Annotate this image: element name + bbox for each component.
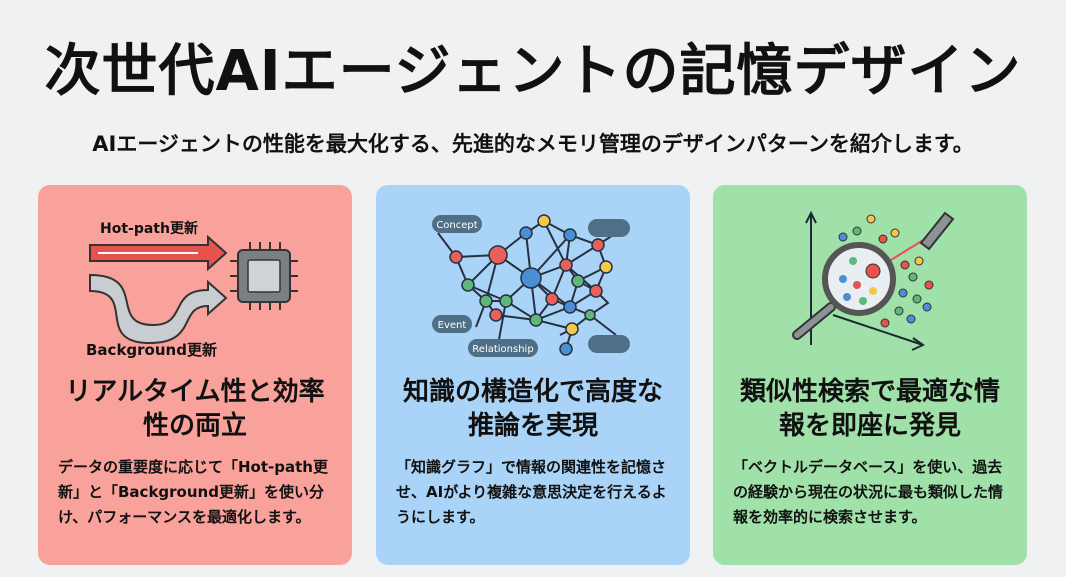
background-arrow-icon: [89, 273, 228, 345]
magnifier-icon: [792, 242, 896, 340]
vector-search-illustration: [792, 210, 955, 351]
card-title: 知識の構造化で高度な推論を実現: [402, 377, 663, 441]
chip-icon: [230, 242, 298, 310]
svg-text:Event: Event: [438, 320, 467, 331]
card-knowledge-graph: Concept Event Relationship 知識の構造化で高度な推論を…: [376, 185, 690, 565]
laser-pointer-icon: [919, 211, 955, 251]
card-description: データの重要度に応じて「Hot-path更新」と「Background更新」を使…: [58, 458, 328, 526]
background-label: Background更新: [86, 341, 217, 359]
card-title: リアルタイム性と効率性の両立: [65, 377, 325, 441]
card-realtime-efficiency: Hot-path更新 Background更新 リアルタイム性と効率性の両立 デ…: [38, 185, 352, 565]
blank-tag: [588, 335, 630, 353]
graph-nodes: [449, 214, 613, 356]
page-subtitle: AIエージェントの性能を最大化する、先進的なメモリ管理のデザインパターンを紹介し…: [92, 132, 974, 156]
card-description: 「知識グラフ」で情報の関連性を記憶させ、AIがより複雑な意思決定を行えるようにし…: [396, 458, 667, 526]
card-vector-search: 類似性検索で最適な情報を即座に発見 「ベクトルデータベース」を使い、過去の経験か…: [713, 185, 1027, 565]
svg-text:Relationship: Relationship: [472, 344, 533, 355]
blank-tag: [588, 219, 630, 237]
knowledge-graph-illustration: Concept Event Relationship: [432, 214, 630, 357]
axes-icon: [805, 210, 926, 351]
event-tag: Event: [432, 315, 472, 333]
svg-text:Concept: Concept: [436, 220, 477, 231]
card-description: 「ベクトルデータベース」を使い、過去の経験から現在の状況に最も類似した情報を効率…: [733, 458, 1004, 526]
hot-path-label: Hot-path更新: [100, 220, 198, 237]
data-points: [838, 214, 934, 328]
hot-path-background-update-illustration: Hot-path更新 Background更新: [86, 220, 298, 359]
concept-tag: Concept: [432, 215, 482, 233]
page-title: 次世代AIエージェントの記憶デザイン: [44, 39, 1022, 104]
card-title: 類似性検索で最適な情報を即座に発見: [739, 377, 1000, 441]
relationship-tag: Relationship: [468, 339, 538, 357]
